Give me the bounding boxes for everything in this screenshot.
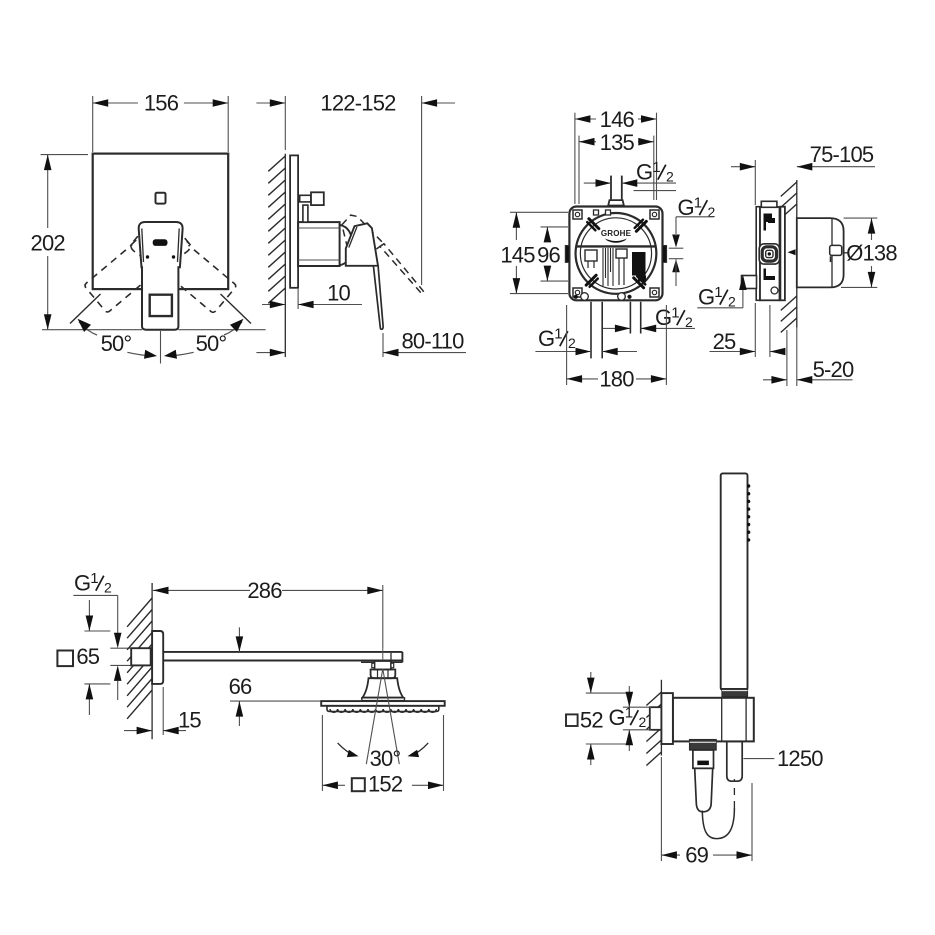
svg-text:G: G [678,195,695,220]
svg-text:65: 65 [76,644,99,669]
svg-text:10: 10 [327,281,350,306]
svg-text:G: G [74,571,91,596]
svg-text:2: 2 [568,335,576,351]
svg-text:152: 152 [368,772,403,797]
svg-text:2: 2 [104,579,112,595]
svg-text:156: 156 [144,91,179,116]
svg-text:96: 96 [537,242,560,267]
svg-text:G: G [636,160,653,185]
svg-text:1: 1 [554,325,562,342]
svg-text:G: G [655,305,672,330]
svg-text:30°: 30° [370,746,401,771]
svg-text:G: G [609,705,626,730]
svg-text:66: 66 [229,674,252,699]
svg-text:1: 1 [90,570,98,587]
svg-text:GROHE: GROHE [601,229,632,238]
svg-text:69: 69 [685,843,708,868]
svg-text:202: 202 [31,231,66,256]
svg-text:1: 1 [652,159,660,176]
svg-text:122-152: 122-152 [320,91,396,116]
svg-text:1: 1 [625,704,633,721]
svg-text:75-105: 75-105 [810,142,874,167]
svg-text:286: 286 [247,578,282,603]
svg-text:1: 1 [714,284,722,301]
svg-text:1: 1 [671,304,679,321]
svg-text:135: 135 [600,130,635,155]
svg-text:1250: 1250 [777,746,823,771]
svg-text:50°: 50° [101,331,132,356]
svg-text:25: 25 [713,329,736,354]
svg-text:Ø138: Ø138 [846,241,897,266]
svg-text:146: 146 [600,107,635,132]
svg-text:2: 2 [685,314,693,330]
svg-text:80-110: 80-110 [401,329,464,354]
svg-text:1: 1 [694,194,702,211]
svg-text:5-20: 5-20 [813,357,854,382]
svg-text:52: 52 [580,708,603,733]
svg-text:145: 145 [500,242,535,267]
svg-text:50°: 50° [196,331,227,356]
svg-text:2: 2 [639,714,647,730]
svg-text:2: 2 [666,168,674,184]
svg-text:G: G [538,326,555,351]
svg-text:G: G [698,285,715,310]
svg-text:180: 180 [599,367,634,392]
svg-text:15: 15 [178,708,201,733]
svg-text:2: 2 [708,204,716,220]
svg-text:2: 2 [728,293,736,309]
